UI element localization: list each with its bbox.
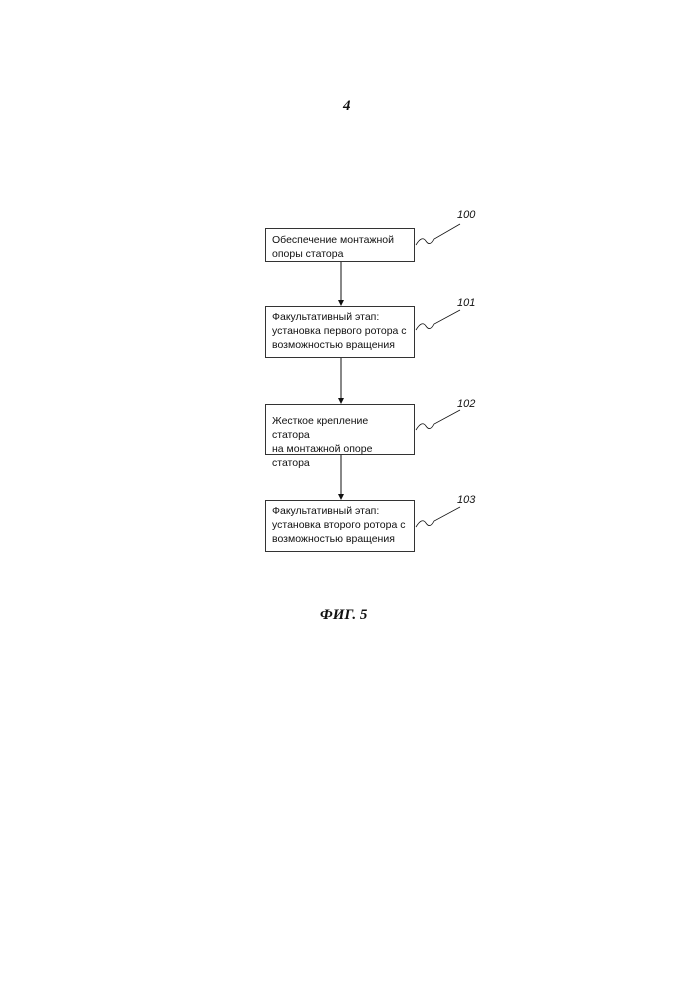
step-text: на монтажной опоре статора	[272, 442, 408, 470]
ref-label-102: 102	[457, 398, 475, 410]
step-text: установка первого ротора с	[272, 324, 408, 338]
step-box-102: Жесткое крепление статора на монтажной о…	[265, 404, 415, 455]
step-text: установка второго ротора с	[272, 518, 408, 532]
step-box-101: Факультативный этап: установка первого р…	[265, 306, 415, 358]
step-text: возможностью вращения	[272, 338, 408, 352]
leader-103	[416, 507, 460, 527]
step-text: Обеспечение монтажной	[272, 233, 408, 247]
step-box-100: Обеспечение монтажной опоры статора	[265, 228, 415, 262]
leader-101	[416, 310, 460, 330]
ref-label-101: 101	[457, 297, 475, 309]
step-box-103: Факультативный этап: установка второго р…	[265, 500, 415, 552]
step-text: Жесткое крепление статора	[272, 414, 408, 442]
leader-100	[416, 224, 460, 245]
ref-label-103: 103	[457, 494, 475, 506]
step-text: возможностью вращения	[272, 532, 408, 546]
figure-caption: ФИГ. 5	[320, 607, 367, 624]
leader-102	[416, 410, 460, 430]
step-text: Факультативный этап:	[272, 310, 408, 324]
ref-label-100: 100	[457, 209, 475, 221]
step-text: опоры статора	[272, 247, 408, 261]
step-text: Факультативный этап:	[272, 504, 408, 518]
